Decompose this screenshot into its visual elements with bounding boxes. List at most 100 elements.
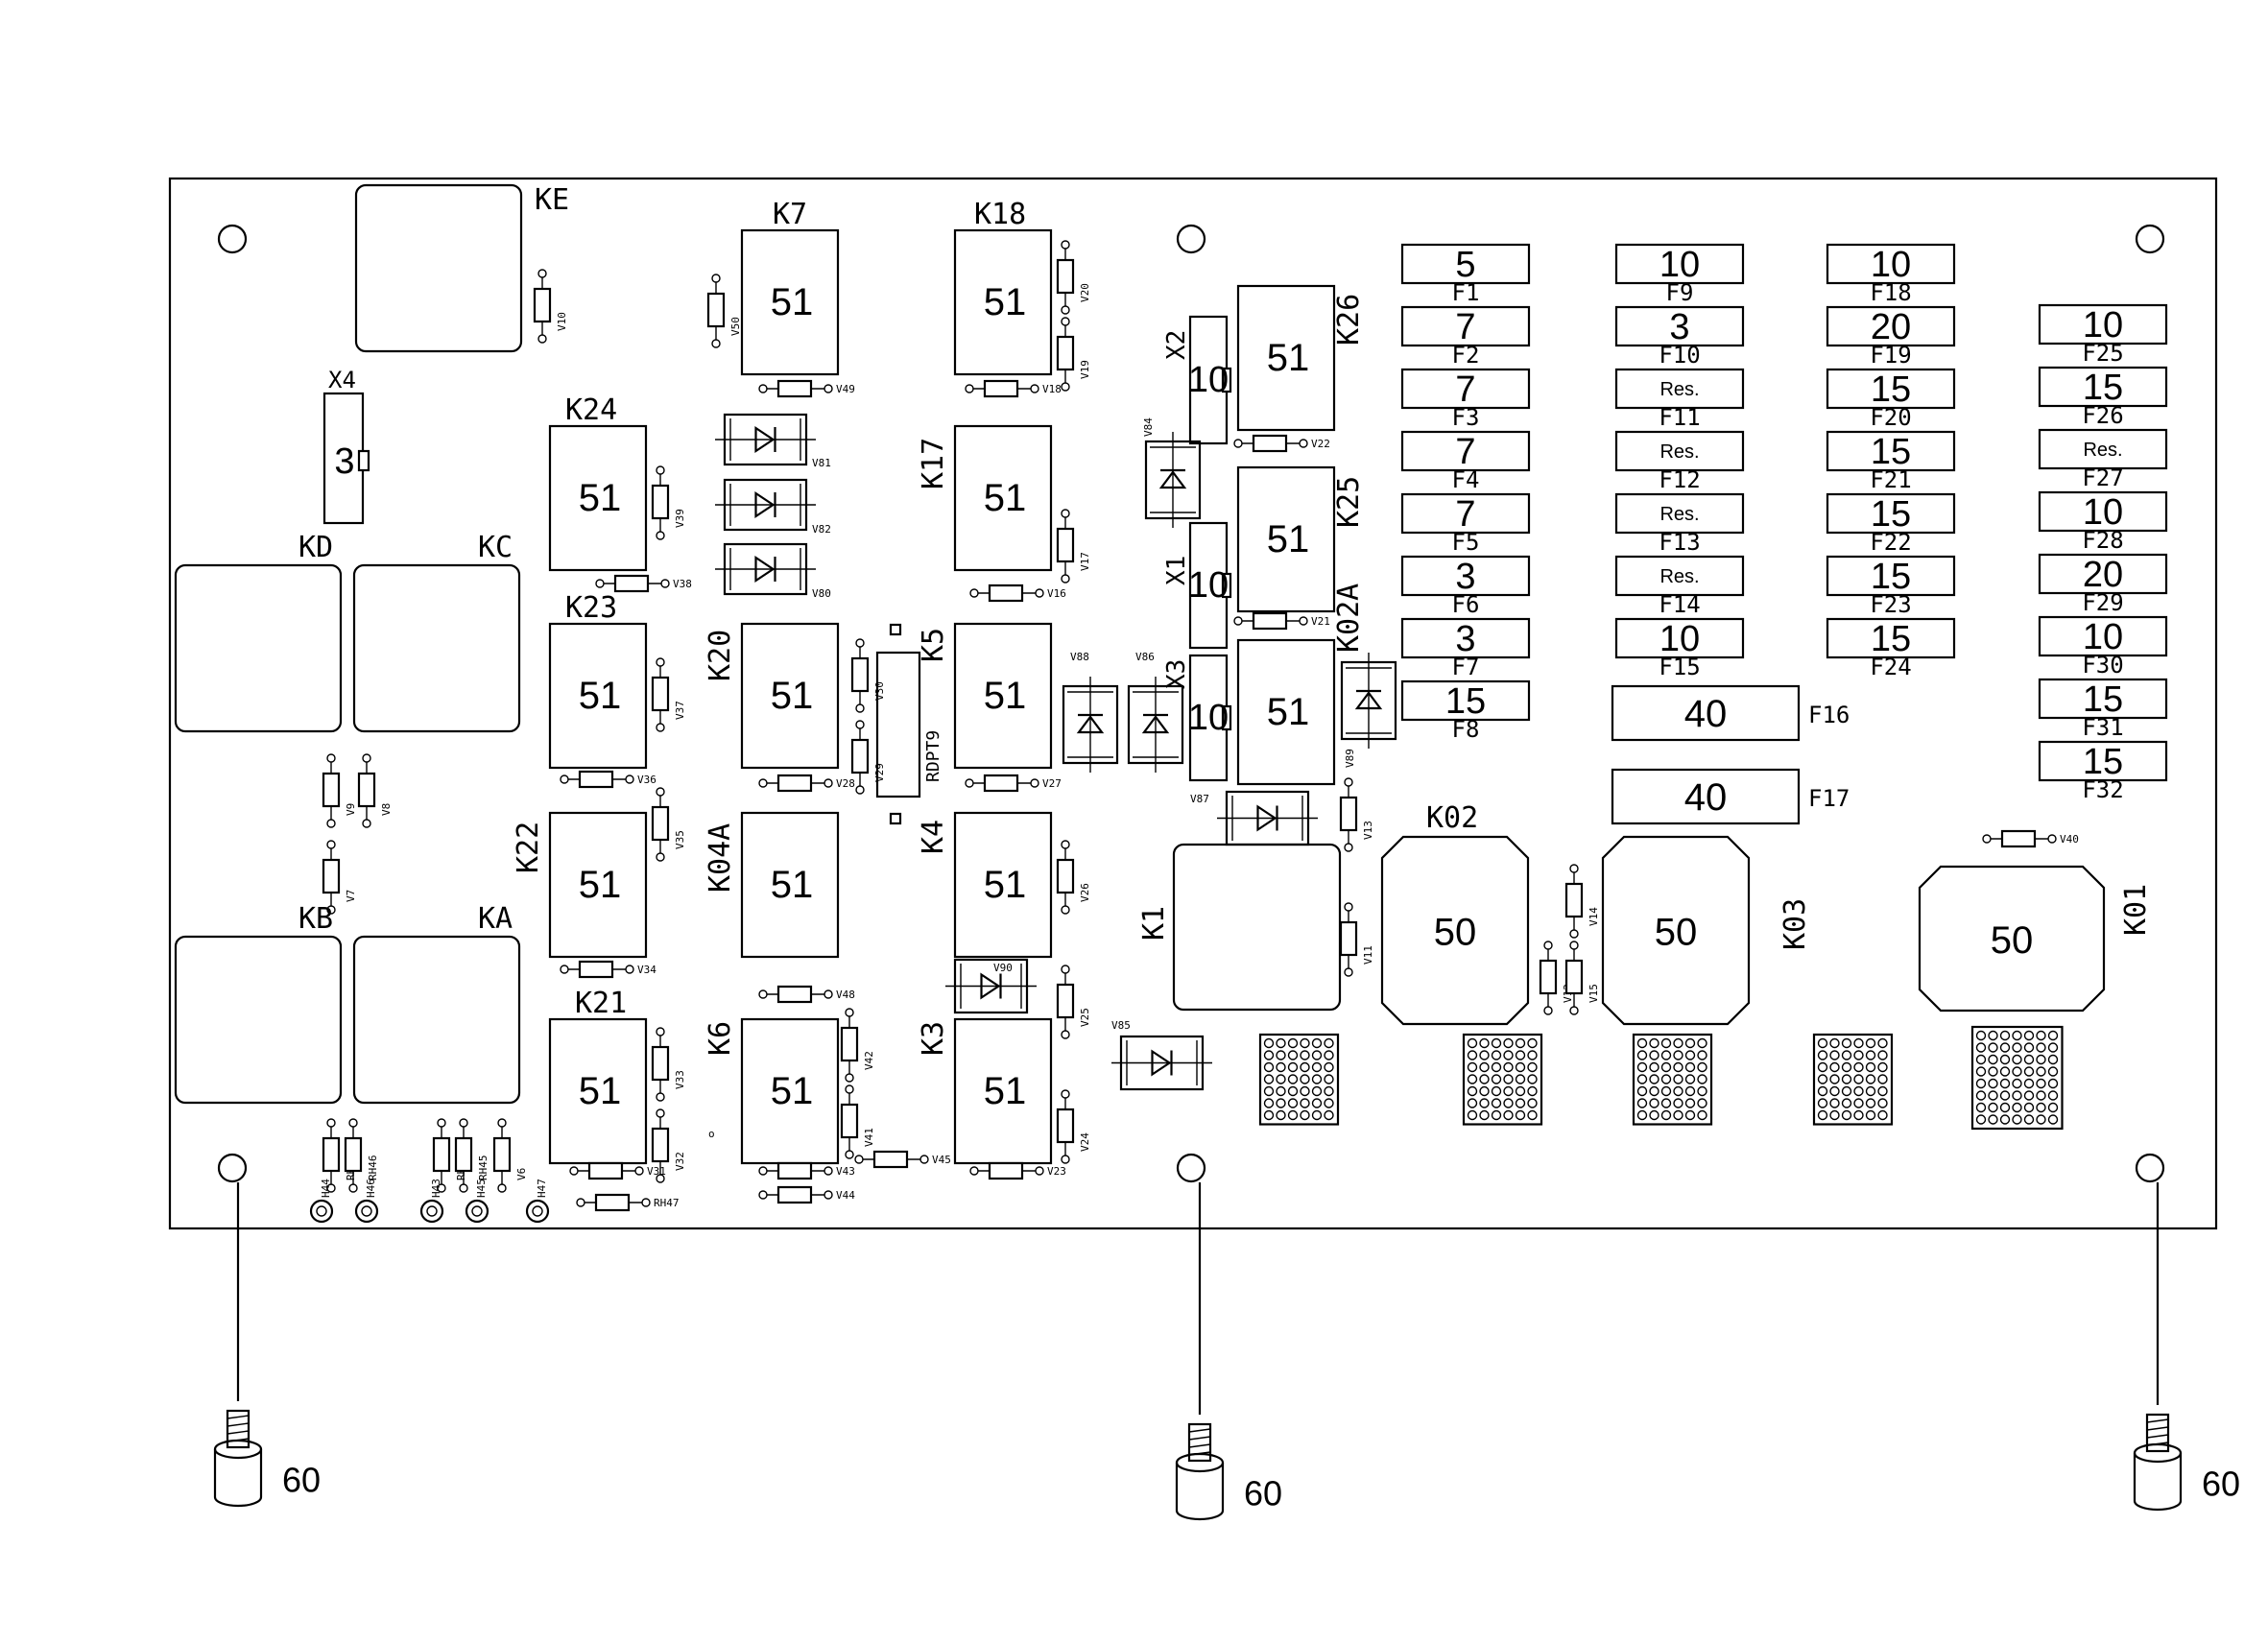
fuse-label: F7 — [1452, 654, 1480, 680]
fuse-value: 7 — [1455, 494, 1475, 535]
relay-label: K26 — [1332, 294, 1366, 345]
diode-label: V82 — [812, 523, 831, 536]
relay-value: 51 — [984, 477, 1027, 519]
part-h43: H43 — [419, 1179, 444, 1224]
connector-label: X2 — [1162, 330, 1191, 360]
part-v8: V8 — [357, 753, 393, 828]
connector-pin-grids — [1258, 1025, 2064, 1131]
relay-label: K17 — [917, 438, 950, 489]
part-label: V28 — [836, 777, 855, 790]
relay-value: 51 — [579, 477, 622, 519]
standoff-label: 60 — [2202, 1465, 2240, 1504]
fuse-f5: 7F5 — [1400, 492, 1531, 556]
standoff-3: 60 — [2133, 1182, 2240, 1512]
fuse-f6: 3F6 — [1400, 555, 1531, 618]
part-label: V35 — [674, 830, 686, 849]
big-relay-label: K01 — [2119, 884, 2153, 936]
k1-relay: K1 — [1137, 843, 1342, 1012]
part-label: V42 — [863, 1051, 875, 1070]
part-v7: V7 — [322, 840, 357, 915]
part-label: V48 — [836, 989, 855, 1001]
fuse-label: F1 — [1452, 279, 1480, 306]
fuse-label: F24 — [1870, 654, 1911, 680]
part-label: V11 — [1362, 945, 1374, 965]
fuse-label: F31 — [2082, 714, 2123, 741]
x4-label: X4 — [328, 367, 356, 393]
relay-label: K7 — [773, 198, 807, 231]
relay-label: K5 — [917, 628, 950, 662]
relay-label: K3 — [917, 1021, 950, 1056]
mounting-hole — [217, 1153, 248, 1183]
kb-block: KB — [174, 902, 343, 1105]
pin-grid — [1258, 1033, 1340, 1126]
part-v48: V48 — [758, 985, 855, 1004]
fuse-value: 10 — [1871, 245, 1911, 285]
relays-layer: 51K751K1851K2451K1751K2351K2051K551K2251… — [512, 198, 1366, 1165]
fuse-f1: 5F1 — [1400, 243, 1531, 306]
part-v38: V38 — [595, 574, 692, 593]
kd-block: KD — [174, 531, 343, 733]
kc-block: KC — [352, 531, 521, 733]
part-label: V30 — [873, 681, 886, 701]
fuse-label: F16 — [1808, 702, 1850, 728]
fuse-value: 20 — [1871, 307, 1911, 347]
fuse-label: F13 — [1659, 529, 1700, 556]
part-v11: V11 — [1339, 902, 1374, 977]
mounting-hole — [1176, 1153, 1206, 1183]
part-label: V8 — [380, 803, 393, 816]
part-v23: V23 — [969, 1161, 1066, 1180]
part-v19: V19 — [1056, 317, 1091, 392]
relay-value: 51 — [1267, 337, 1310, 379]
fuse-value: Res. — [2083, 440, 2122, 461]
ka-block: KA — [352, 902, 521, 1105]
fuse-value: 5 — [1455, 245, 1475, 285]
lamp-label: H44 — [320, 1179, 332, 1198]
part-v24: V24 — [1056, 1089, 1091, 1164]
part-label: V19 — [1079, 360, 1091, 379]
relay-value: 51 — [579, 675, 622, 717]
fuse-f7: 3F7 — [1400, 617, 1531, 680]
part-label: V10 — [556, 312, 568, 331]
connector-label: X3 — [1162, 659, 1191, 689]
part-label: RH47 — [654, 1197, 680, 1209]
fuse-label: F19 — [1870, 342, 1911, 369]
relay-label: K18 — [974, 198, 1026, 231]
part-v22: V22 — [1233, 434, 1330, 453]
connector-value: 10 — [1188, 360, 1229, 400]
part-label: V41 — [863, 1128, 875, 1147]
fuse-f3: 7F3 — [1400, 368, 1531, 431]
part-label: V34 — [637, 964, 657, 976]
part-label: V32 — [674, 1152, 686, 1171]
relay-value: 51 — [1267, 691, 1310, 733]
fuse-label: F17 — [1808, 785, 1850, 812]
fuse-value: 3 — [1455, 619, 1475, 659]
part-v32: V32 — [651, 1108, 686, 1183]
x4-connector: X4 3 — [322, 367, 370, 525]
mounting-hole — [217, 224, 248, 254]
rdpt9-label: RDPT9 — [923, 730, 943, 782]
part-label: V6 — [515, 1168, 528, 1180]
diode-v90: V90 — [945, 958, 1037, 1014]
part-label: V43 — [836, 1165, 855, 1178]
fuse-value: 40 — [1684, 776, 1728, 819]
